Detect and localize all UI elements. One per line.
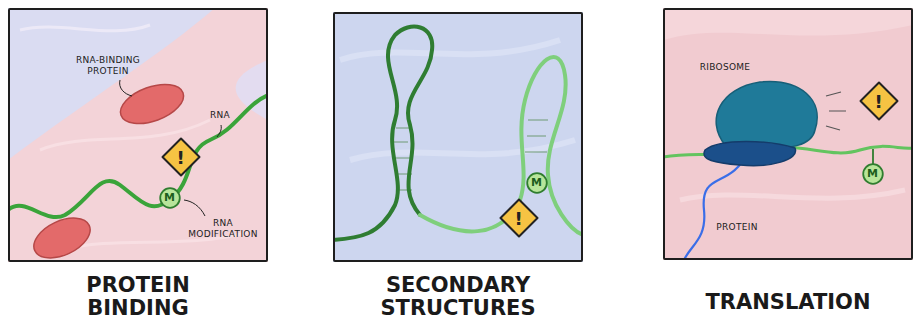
motion-lines <box>826 92 846 130</box>
ribosome-small-subunit <box>704 142 796 166</box>
swirl <box>20 25 150 31</box>
warning-sign <box>162 138 199 175</box>
swirl <box>340 40 560 60</box>
label-anchor: RIBOSOME <box>690 62 760 73</box>
pink-ground <box>663 8 913 260</box>
warning-sign <box>500 199 537 236</box>
modification-circle: M <box>159 187 181 209</box>
lavender-wash <box>8 8 215 160</box>
modification-letter: M <box>867 168 878 179</box>
modification-mark <box>527 173 547 193</box>
label-anchor: RNA-BINDING PROTEIN <box>68 55 148 77</box>
rna-hairpin <box>333 27 432 240</box>
modification-mark <box>863 164 883 184</box>
part-label: RNA <box>207 110 233 121</box>
part-label: RNA MODIFICATION <box>183 218 263 240</box>
label-anchor: RNA <box>207 110 233 121</box>
warning-mark: ! <box>176 149 184 167</box>
ribosome-large-subunit <box>716 82 817 149</box>
label-anchor: RNA MODIFICATION <box>183 218 263 240</box>
warning-diamond: ! <box>499 198 539 238</box>
panel-caption: TRANSLATION <box>678 291 898 315</box>
protein-chain <box>683 152 748 260</box>
modification-letter: M <box>531 177 542 188</box>
leader-line <box>217 125 221 137</box>
illustration-panel: SECONDARY STRUCTURESM! <box>333 12 583 262</box>
illustration-panel: TRANSLATION!M <box>663 8 913 260</box>
rna-hairpin <box>420 57 583 235</box>
leader-line <box>120 80 132 96</box>
panel-art <box>663 8 913 260</box>
modification-letter: M <box>164 192 175 203</box>
part-label: RIBOSOME <box>690 62 760 73</box>
swirl <box>350 140 575 160</box>
swirl <box>680 190 905 200</box>
blue-ground <box>333 12 583 262</box>
lavender-wash <box>236 60 268 120</box>
warning-diamond: ! <box>859 81 899 121</box>
modification-circle: M <box>526 172 548 194</box>
panel-art <box>333 12 583 262</box>
warning-mark: ! <box>874 93 882 111</box>
panel-caption: PROTEIN BINDING <box>63 274 213 321</box>
rna-binding-protein <box>115 77 189 132</box>
modification-mark <box>160 188 180 208</box>
modification-stem <box>872 149 874 164</box>
pink-ground <box>8 8 268 262</box>
leader-line <box>184 200 205 216</box>
pink-wash <box>663 8 913 40</box>
part-label: RNA-BINDING PROTEIN <box>68 55 148 77</box>
panel-art <box>8 8 268 262</box>
warning-mark: ! <box>514 210 522 228</box>
warning-diamond: ! <box>161 137 201 177</box>
warning-sign <box>860 82 897 119</box>
panel-caption: SECONDARY STRUCTURES <box>363 274 553 321</box>
label-anchor: PROTEIN <box>710 222 764 233</box>
modification-circle: M <box>862 163 884 185</box>
part-label: PROTEIN <box>710 222 764 233</box>
